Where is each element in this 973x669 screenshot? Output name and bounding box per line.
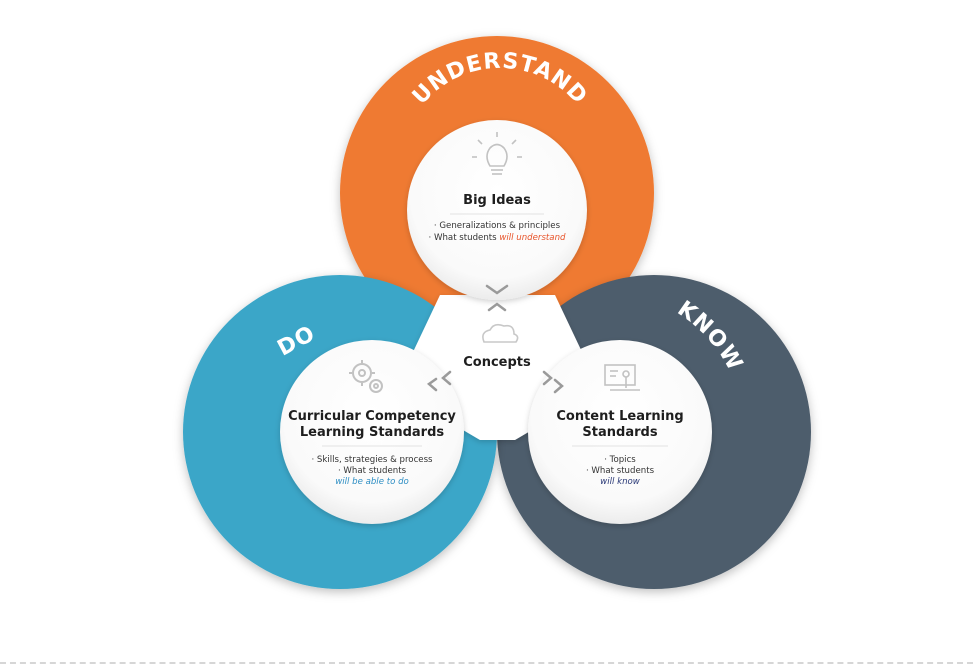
do-line2: · What students [338,466,407,476]
know-line3: will know [600,477,641,487]
chevrons [426,284,564,394]
gears-icon [349,360,383,393]
chevron-right-icon [542,370,553,386]
do-line1: · Skills, strategies & process [311,455,433,465]
know-title-2: Standards [582,425,657,440]
know-line2: · What students [586,466,655,476]
know-line1: · Topics [604,455,636,465]
big-ideas-line2-emph: will understand [499,233,566,243]
cloud-icon [482,323,519,343]
chevron-up-icon [487,302,507,312]
know-disc [528,340,712,524]
chevron-down-icon [485,284,509,295]
do-title-2: Learning Standards [300,425,444,440]
teacher-icon [604,364,640,391]
big-ideas-line1: · Generalizations & principles [434,221,561,231]
do-disc [280,340,464,524]
do-line3: will be able to do [335,477,409,487]
chevron-left-icon-2 [441,370,452,386]
big-ideas-disc [407,120,587,300]
concepts-label: Concepts [463,355,531,370]
chevron-right-icon-2 [553,378,564,394]
big-ideas-line2-prefix: · What students [429,233,500,243]
chevron-left-icon [426,377,438,392]
do-title-1: Curricular Competency [288,409,456,424]
know-title-1: Content Learning [556,409,683,424]
big-ideas-title: Big Ideas [463,193,531,208]
big-ideas-line2: · What students will understand [429,233,566,243]
bottom-dashed-divider [0,662,973,664]
lightbulb-icon [472,132,522,175]
